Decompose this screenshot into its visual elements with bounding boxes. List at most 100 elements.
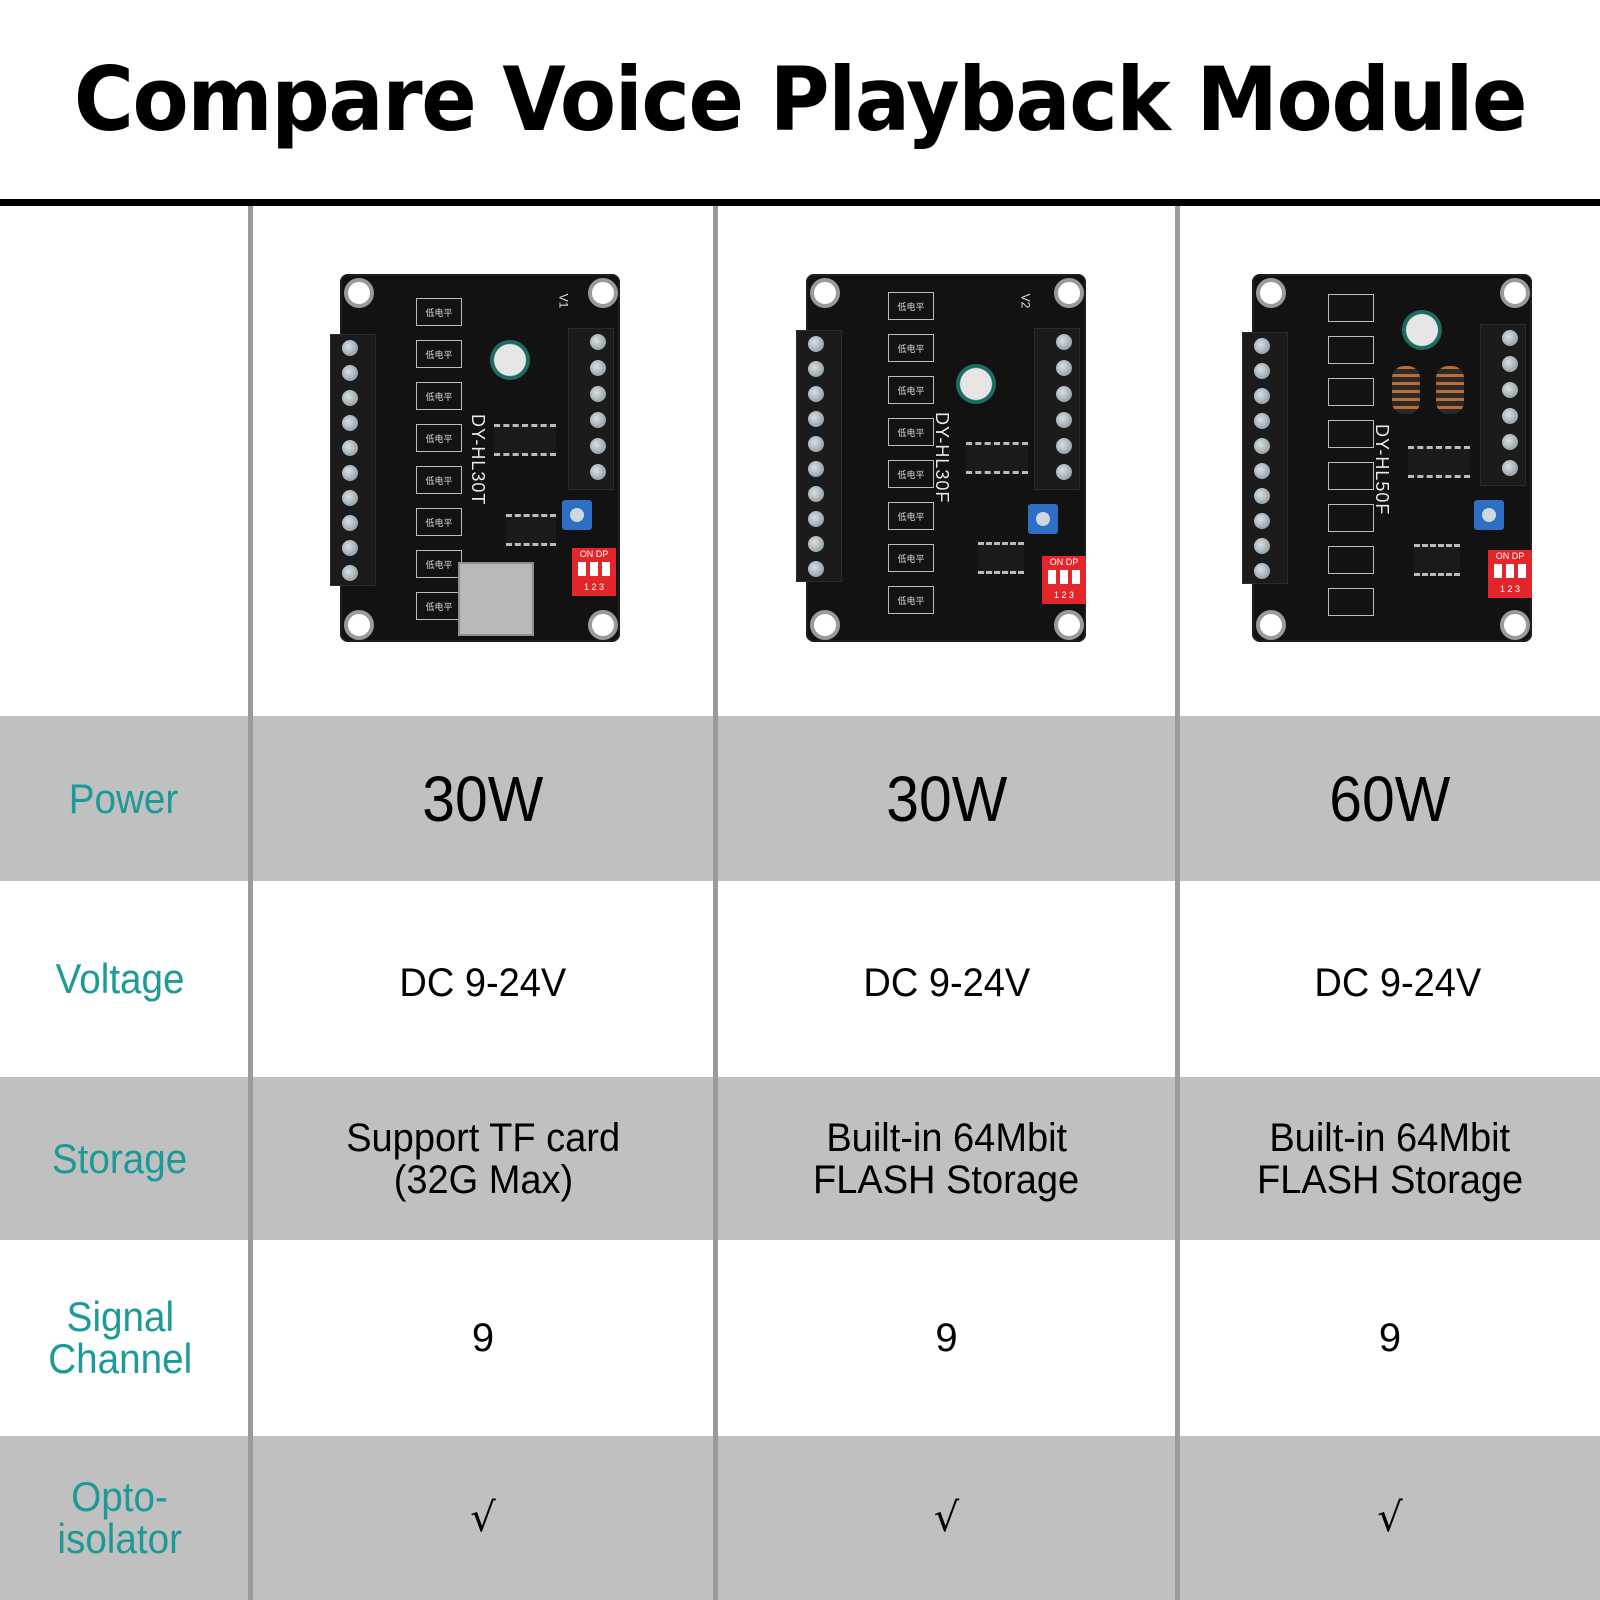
voltage-value: DC 9-24V	[863, 961, 1030, 1005]
power-label-cell: Power	[0, 716, 248, 881]
voltage-value-cell: DC 9-24V	[1180, 881, 1600, 1086]
signal-channel-row	[0, 1240, 1600, 1436]
voltage-label-cell: Voltage	[0, 881, 240, 1077]
volume-potentiometer	[562, 500, 592, 530]
signal-channel-value-cell: 9	[1180, 1240, 1600, 1436]
optocoupler: 低电平	[416, 298, 462, 326]
version-silkscreen: V1	[556, 293, 571, 309]
optocoupler	[1328, 588, 1374, 616]
storage-row	[0, 1077, 1600, 1240]
dip-switch: ON DP 1 2 3	[1042, 556, 1086, 604]
volume-potentiometer	[1474, 500, 1504, 530]
storage-value-cell: Support TF card (32G Max)	[253, 1077, 713, 1240]
voltage-value: DC 9-24V	[399, 961, 567, 1005]
optocoupler: 低电平	[416, 340, 462, 368]
storage-value-line1: Built-in 64Mbit	[826, 1115, 1067, 1160]
signal-channel-value-cell: 9	[253, 1240, 713, 1436]
power-value-cell: 30W	[718, 716, 1175, 881]
signal-channel-label-line1: Signal	[66, 1293, 174, 1340]
model-silkscreen: DY-HL50F	[1372, 424, 1392, 516]
optocoupler: 低电平	[416, 424, 462, 452]
optocoupler: 低电平	[888, 376, 934, 404]
signal-channel-value: 9	[935, 1315, 958, 1360]
optocoupler: 低电平	[888, 334, 934, 362]
optocoupler: 低电平	[416, 466, 462, 494]
optocoupler: 低电平	[888, 292, 934, 320]
power-value: 60W	[1329, 762, 1451, 835]
voltage-value: DC 9-24V	[1314, 961, 1482, 1005]
model-silkscreen: DY-HL30F	[932, 412, 952, 504]
tf-card-slot	[458, 562, 534, 636]
opto-isolator-value-cell: √	[253, 1436, 713, 1600]
product-image-dy-hl30t: 低电平 低电平 低电平 低电平 低电平 低电平 低电平 低电平 DY-HL30T…	[330, 274, 620, 642]
version-silkscreen: V2	[1018, 293, 1033, 309]
storage-label-cell: Storage	[0, 1077, 240, 1240]
amplifier-chip	[1408, 446, 1470, 478]
optocoupler	[1328, 420, 1374, 448]
storage-value-line1: Support TF card	[346, 1115, 620, 1160]
storage-value-cell: Built-in 64Mbit FLASH Storage	[1180, 1077, 1600, 1240]
optocoupler	[1328, 378, 1374, 406]
product-image-dy-hl30f: 低电平 低电平 低电平 低电平 低电平 低电平 低电平 低电平 DY-HL30F…	[796, 274, 1086, 642]
optocoupler	[1328, 504, 1374, 532]
voltage-label: Voltage	[55, 955, 185, 1002]
decoder-chip	[978, 542, 1024, 574]
opto-isolator-row	[0, 1436, 1600, 1600]
optocoupler: 低电平	[888, 544, 934, 572]
decoder-chip	[1414, 544, 1460, 576]
voltage-row	[0, 881, 1600, 1077]
signal-channel-value: 9	[1378, 1315, 1402, 1360]
amplifier-chip	[494, 424, 556, 456]
capacitor	[956, 364, 996, 404]
power-label: Power	[69, 774, 179, 822]
terminal-block-right	[1034, 328, 1080, 490]
checkmark-icon: √	[933, 1495, 960, 1541]
opto-isolator-label-line2: isolator	[57, 1515, 183, 1562]
storage-value-line2: FLASH Storage	[813, 1157, 1080, 1202]
optocoupler: 低电平	[416, 508, 462, 536]
opto-isolator-label-line1: Opto-	[71, 1473, 169, 1520]
optocoupler	[1328, 462, 1374, 490]
optocoupler: 低电平	[888, 586, 934, 614]
capacitor	[490, 340, 530, 380]
signal-channel-value-cell: 9	[718, 1240, 1175, 1436]
optocoupler: 低电平	[888, 502, 934, 530]
page-title: Compare Voice Playback Module	[73, 48, 1528, 151]
amplifier-chip	[966, 442, 1028, 474]
volume-potentiometer	[1028, 504, 1058, 534]
signal-channel-label-cell: Signal Channel	[0, 1240, 240, 1436]
optocoupler	[1328, 294, 1374, 322]
signal-channel-label-line2: Channel	[48, 1335, 192, 1382]
model-silkscreen: DY-HL30T	[468, 414, 488, 506]
terminal-block-right	[568, 328, 614, 490]
column-divider	[1175, 206, 1180, 1600]
inductor	[1392, 366, 1420, 414]
decoder-chip	[506, 514, 556, 546]
power-value: 30W	[885, 762, 1008, 835]
optocoupler: 低电平	[416, 382, 462, 410]
storage-value-line2: (32G Max)	[393, 1157, 573, 1202]
capacitor	[1402, 310, 1442, 350]
storage-value-line1: Built-in 64Mbit	[1269, 1115, 1511, 1160]
opto-isolator-label-cell: Opto- isolator	[0, 1436, 240, 1600]
optocoupler: 低电平	[416, 550, 462, 578]
product-image-dy-hl50f: DY-HL50F ON DP 1 2 3	[1242, 274, 1532, 642]
header-divider	[0, 199, 1600, 206]
voltage-value-cell: DC 9-24V	[253, 881, 713, 1086]
checkmark-icon: √	[1377, 1495, 1403, 1541]
inductor	[1436, 366, 1464, 414]
terminal-block-right	[1480, 324, 1526, 486]
optocoupler	[1328, 546, 1374, 574]
dip-switch: ON DP 1 2 3	[572, 548, 616, 596]
checkmark-icon: √	[470, 1495, 496, 1541]
voltage-value-cell: DC 9-24V	[718, 881, 1175, 1086]
signal-channel-value: 9	[471, 1315, 495, 1360]
dip-switch: ON DP 1 2 3	[1488, 550, 1532, 598]
optocoupler	[1328, 336, 1374, 364]
power-value: 30W	[422, 762, 544, 835]
column-divider	[713, 206, 718, 1600]
optocoupler: 低电平	[416, 592, 462, 620]
storage-value-line2: FLASH Storage	[1256, 1157, 1524, 1202]
storage-value-cell: Built-in 64Mbit FLASH Storage	[718, 1077, 1175, 1240]
opto-isolator-value-cell: √	[718, 1436, 1175, 1600]
